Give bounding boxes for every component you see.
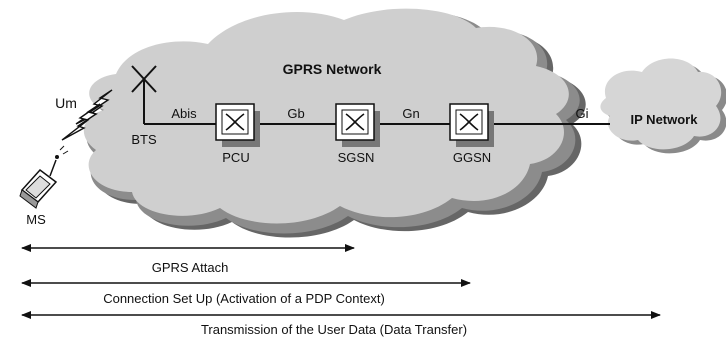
bts-label: BTS — [131, 132, 157, 147]
ggsn-label: GGSN — [453, 150, 491, 165]
gprs-attach-label: GPRS Attach — [152, 260, 229, 275]
pdp-context-label: Connection Set Up (Activation of a PDP C… — [103, 291, 385, 306]
gi-interface-label: Gi — [576, 106, 589, 121]
gprs-network-cloud — [83, 8, 586, 238]
ip-network-label: IP Network — [631, 112, 699, 127]
data-transfer-label: Transmission of the User Data (Data Tran… — [201, 322, 467, 337]
um-interface-label: Um — [55, 95, 77, 111]
ip-cloud-main — [600, 58, 722, 150]
ggsn-node — [449, 103, 494, 147]
mobile-station-icon — [19, 145, 69, 209]
pcu-node — [215, 103, 260, 147]
gprs-network-title: GPRS Network — [283, 61, 382, 77]
sgsn-label: SGSN — [338, 150, 375, 165]
pcu-label: PCU — [222, 150, 249, 165]
abis-interface-label: Abis — [171, 106, 197, 121]
gb-interface-label: Gb — [287, 106, 304, 121]
radio-link-icon — [61, 89, 113, 141]
bts-antenna-icon — [131, 65, 157, 93]
sgsn-node — [335, 103, 380, 147]
cloud-main-layer — [83, 8, 569, 224]
gn-interface-label: Gn — [402, 106, 419, 121]
ip-network-cloud: IP Network — [600, 58, 726, 154]
ms-label: MS — [26, 212, 46, 227]
